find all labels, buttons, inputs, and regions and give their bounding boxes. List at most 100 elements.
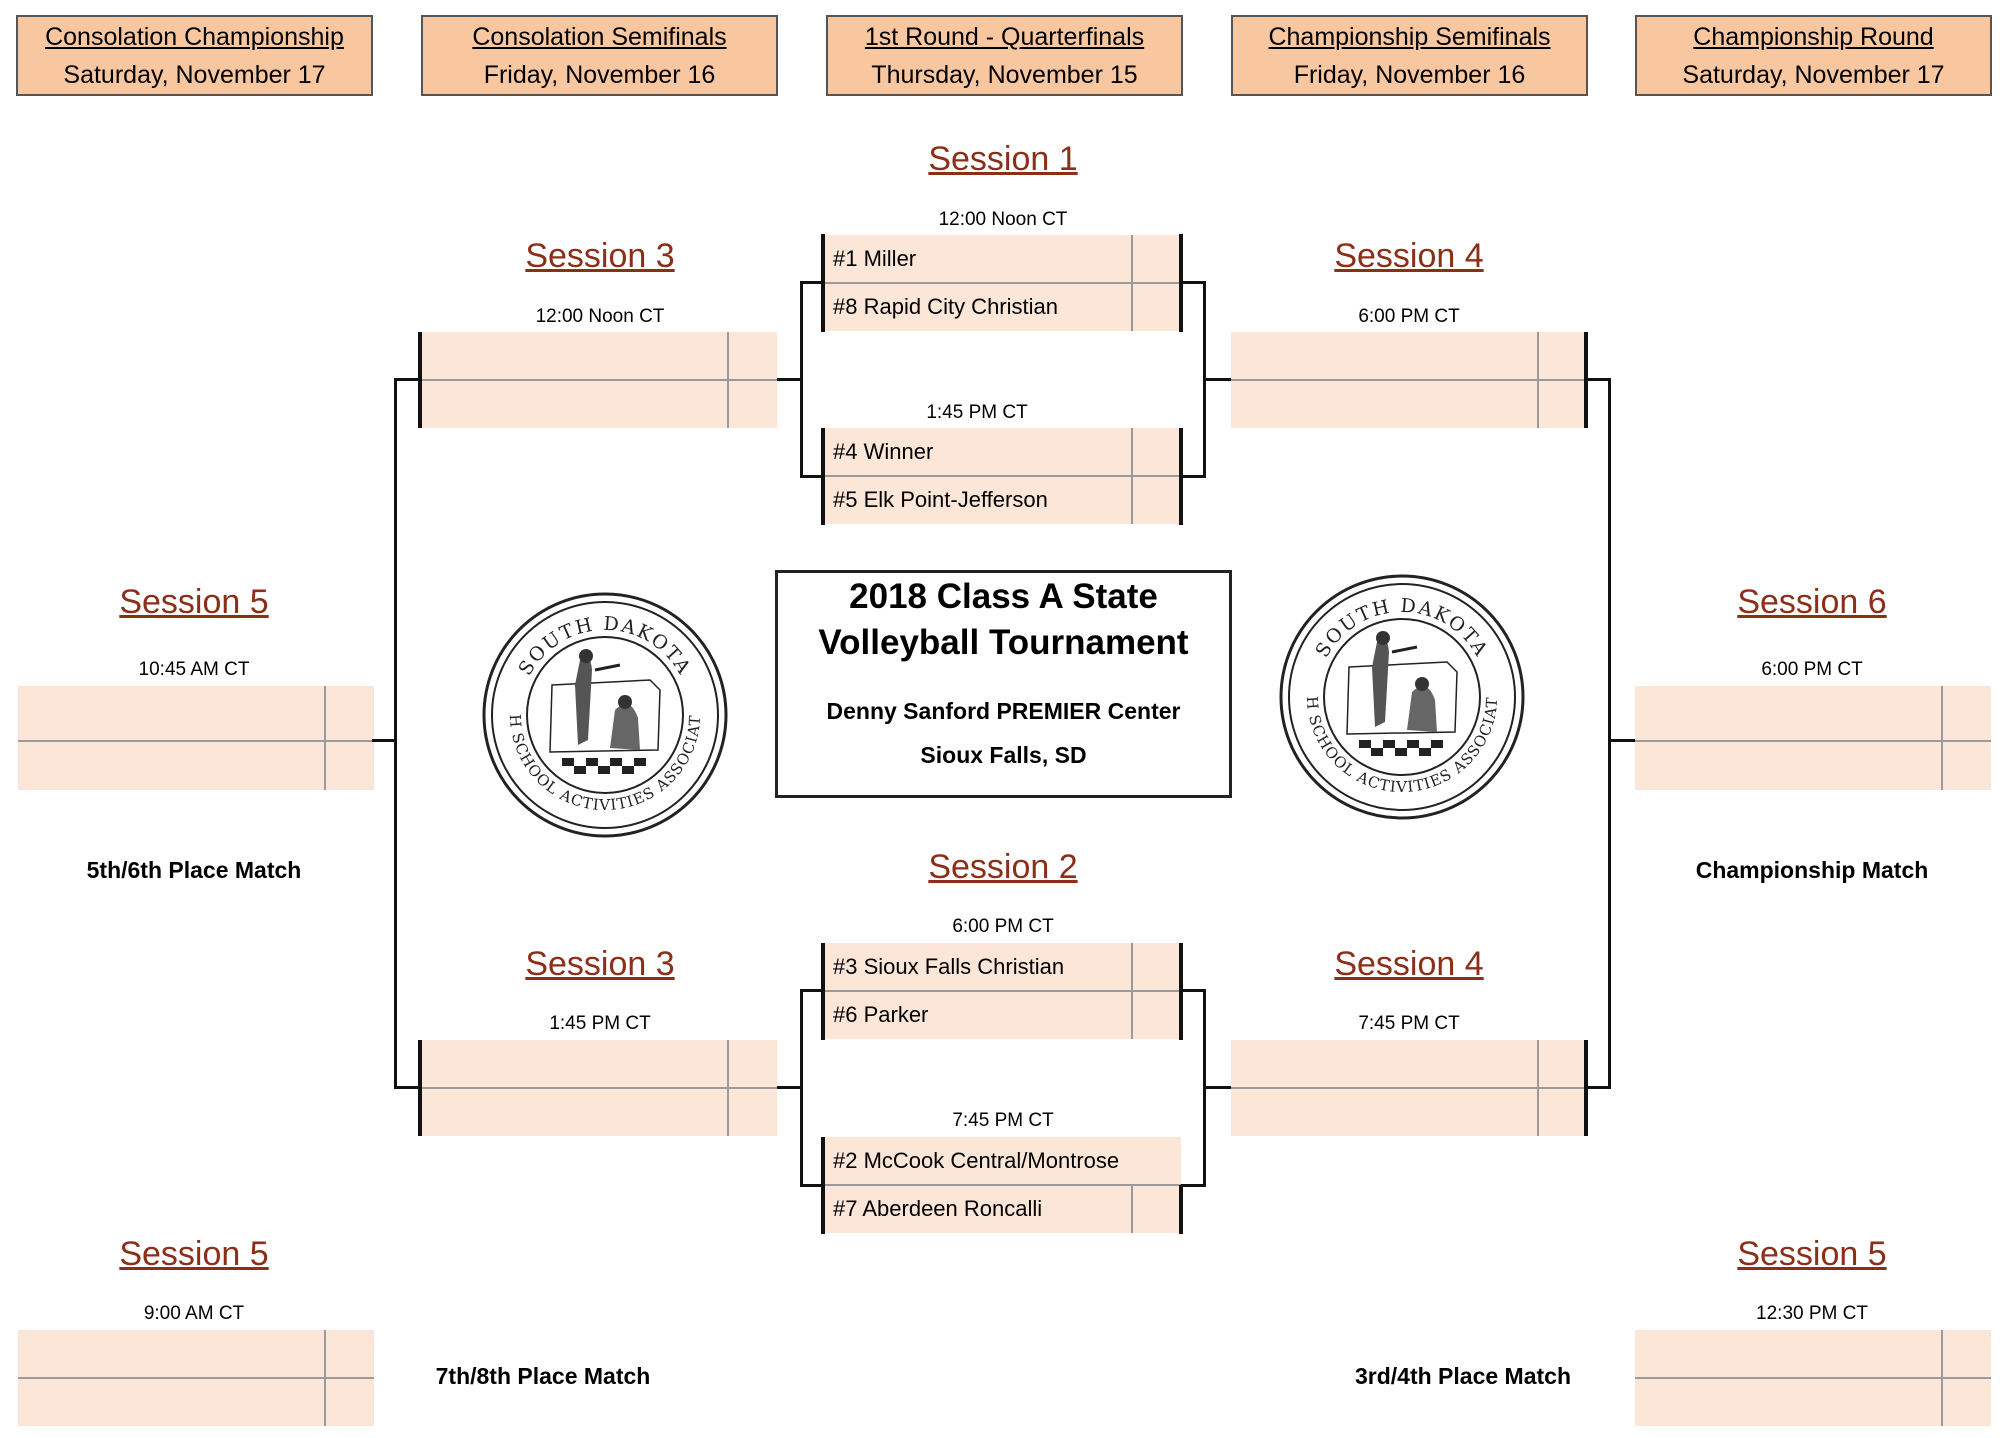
team-name: #6 Parker bbox=[833, 1002, 929, 1027]
score-cell[interactable] bbox=[727, 380, 777, 428]
match-time: 6:00 PM CT bbox=[1358, 306, 1460, 327]
match-time: 6:00 PM CT bbox=[952, 916, 1054, 937]
slot-divider bbox=[18, 1377, 374, 1379]
score-cell[interactable] bbox=[727, 1040, 777, 1088]
header-consolation-championship: Consolation Championship Saturday, Novem… bbox=[16, 15, 373, 96]
slot-divider bbox=[421, 379, 777, 381]
match-time: 12:30 PM CT bbox=[1756, 1303, 1868, 1324]
header-date: Saturday, November 17 bbox=[1682, 61, 1945, 89]
bracket-line bbox=[777, 1086, 802, 1089]
score-cell[interactable] bbox=[1131, 1185, 1181, 1233]
session-5-label: Session 5 bbox=[119, 1235, 269, 1273]
championship-match-label: Championship Match bbox=[1695, 857, 1929, 883]
team-slot[interactable]: #1 Miller bbox=[825, 235, 1181, 283]
team-slot[interactable] bbox=[1635, 1378, 1991, 1426]
team-slot[interactable] bbox=[1231, 380, 1587, 428]
score-cell bbox=[324, 734, 374, 742]
score-cell bbox=[1941, 734, 1991, 742]
team-slot[interactable] bbox=[1635, 686, 1991, 734]
tournament-title-box: 2018 Class A State Volleyball Tournament… bbox=[775, 570, 1232, 798]
score-cell[interactable] bbox=[1941, 686, 1991, 734]
fifth-sixth-place-label: 5th/6th Place Match bbox=[86, 857, 302, 883]
header-date: Saturday, November 17 bbox=[63, 61, 326, 89]
team-slot[interactable] bbox=[421, 1040, 777, 1088]
score-cell[interactable] bbox=[324, 686, 374, 734]
score-cell[interactable] bbox=[1537, 1040, 1587, 1088]
team-slot[interactable]: #7 Aberdeen Roncalli bbox=[825, 1185, 1181, 1233]
team-slot-gap bbox=[18, 734, 374, 742]
bracket-line bbox=[1586, 378, 1610, 381]
slot-divider bbox=[1635, 740, 1991, 742]
score-cell[interactable] bbox=[1537, 332, 1587, 380]
team-slot[interactable] bbox=[18, 742, 374, 790]
score-cell[interactable] bbox=[1941, 1378, 1991, 1426]
header-title: 1st Round - Quarterfinals bbox=[864, 23, 1145, 51]
header-title: Consolation Championship bbox=[45, 23, 344, 51]
score-cell[interactable] bbox=[727, 332, 777, 380]
bracket-line bbox=[1608, 378, 1611, 1089]
score-cell[interactable] bbox=[1537, 1088, 1587, 1136]
bracket-line bbox=[821, 428, 825, 525]
score-cell[interactable] bbox=[324, 1330, 374, 1378]
team-slot[interactable] bbox=[1635, 742, 1991, 790]
team-slot[interactable] bbox=[18, 1378, 374, 1426]
score-cell[interactable] bbox=[727, 1088, 777, 1136]
score-cell[interactable] bbox=[1941, 742, 1991, 790]
tournament-title-line1: 2018 Class A State bbox=[849, 577, 1158, 616]
score-cell[interactable] bbox=[1131, 943, 1181, 991]
bracket-line bbox=[1179, 1185, 1183, 1234]
match-time: 12:00 Noon CT bbox=[938, 209, 1068, 230]
team-slot[interactable]: #6 Parker bbox=[825, 991, 1181, 1039]
team-slot[interactable]: #8 Rapid City Christian bbox=[825, 283, 1181, 331]
team-slot[interactable]: #4 Winner bbox=[825, 428, 1181, 476]
match-time: 9:00 AM CT bbox=[143, 1303, 245, 1324]
team-slot[interactable] bbox=[1635, 1330, 1991, 1378]
score-cell[interactable] bbox=[324, 1378, 374, 1426]
match-time: 7:45 PM CT bbox=[952, 1110, 1054, 1131]
seventh-eighth-place-label: 7th/8th Place Match bbox=[435, 1363, 651, 1389]
team-slot[interactable] bbox=[1231, 1040, 1587, 1088]
bracket-line bbox=[1181, 989, 1205, 992]
team-slot[interactable] bbox=[18, 1330, 374, 1378]
bracket-line bbox=[1205, 1086, 1231, 1089]
match-time: 10:45 AM CT bbox=[138, 659, 250, 680]
header-title: Consolation Semifinals bbox=[472, 23, 727, 51]
team-name: #4 Winner bbox=[833, 439, 934, 464]
score-cell[interactable] bbox=[1131, 235, 1181, 283]
header-date: Thursday, November 15 bbox=[871, 61, 1138, 89]
team-slot[interactable] bbox=[421, 380, 777, 428]
team-slot[interactable]: #5 Elk Point-Jefferson bbox=[825, 476, 1181, 524]
score-cell[interactable] bbox=[1537, 380, 1587, 428]
score-cell[interactable] bbox=[1131, 991, 1181, 1039]
slot-divider bbox=[825, 1184, 1181, 1186]
sdhsaa-seal-icon: SOUTH DAKOTA HIGH SCHOOL ACTIVITIES ASSO… bbox=[480, 590, 728, 838]
slot-divider bbox=[1231, 379, 1587, 381]
bracket-line bbox=[1203, 281, 1206, 478]
score-cell[interactable] bbox=[324, 742, 374, 790]
team-slot[interactable]: #2 McCook Central/Montrose bbox=[825, 1137, 1181, 1185]
venue-city: Sioux Falls, SD bbox=[920, 742, 1087, 768]
team-slot[interactable]: #3 Sioux Falls Christian bbox=[825, 943, 1181, 991]
bracket-line bbox=[394, 378, 397, 1089]
bracket-line bbox=[1181, 475, 1205, 478]
bracket-line bbox=[801, 281, 823, 284]
session-4-label: Session 4 bbox=[1334, 945, 1484, 983]
slot-divider bbox=[1635, 1377, 1991, 1379]
team-name: #5 Elk Point-Jefferson bbox=[833, 487, 1048, 512]
match-time: 6:00 PM CT bbox=[1761, 659, 1863, 680]
team-slot[interactable] bbox=[421, 332, 777, 380]
team-slot[interactable] bbox=[1231, 1088, 1587, 1136]
header-quarterfinals: 1st Round - Quarterfinals Thursday, Nove… bbox=[826, 15, 1183, 96]
slot-divider bbox=[825, 990, 1181, 992]
header-title: Championship Semifinals bbox=[1268, 23, 1551, 51]
score-cell[interactable] bbox=[1941, 1330, 1991, 1378]
score-cell[interactable] bbox=[1131, 283, 1181, 331]
bracket-line bbox=[821, 943, 825, 1040]
team-slot[interactable] bbox=[1231, 332, 1587, 380]
score-cell[interactable] bbox=[1131, 476, 1181, 524]
header-title: Championship Round bbox=[1693, 23, 1934, 51]
team-slot[interactable] bbox=[18, 686, 374, 734]
score-cell[interactable] bbox=[1131, 428, 1181, 476]
bracket-line bbox=[1205, 378, 1231, 381]
team-slot[interactable] bbox=[421, 1088, 777, 1136]
